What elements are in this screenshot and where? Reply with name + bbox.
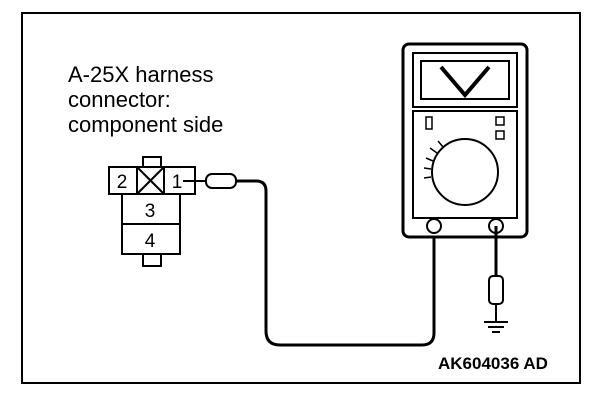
power-switch-icon — [425, 116, 433, 130]
connector-body-lower — [121, 223, 181, 255]
probe-tip — [183, 173, 237, 189]
connector-top-row — [108, 166, 196, 195]
caption-line-1: A-25X harness — [68, 62, 214, 87]
probe-lead-wire — [236, 179, 436, 347]
com-jack — [426, 218, 442, 234]
ground-lead — [484, 226, 508, 333]
diagram-frame — [21, 12, 581, 384]
harness-connector — [108, 156, 196, 267]
figure-reference-code: AK604036 AD — [438, 354, 548, 373]
connector-top-latch — [142, 156, 162, 168]
pin-3-label: 3 — [145, 201, 156, 222]
multimeter — [401, 42, 529, 239]
connector-body-upper — [121, 193, 181, 225]
ground-icon — [484, 321, 508, 333]
pin-1-label: 1 — [172, 172, 183, 193]
pin-4-label: 4 — [145, 231, 156, 252]
selector-dial — [431, 138, 499, 206]
dial-ticks — [423, 140, 444, 179]
connector-bottom-latch — [142, 253, 162, 267]
caption-line-3: component side — [68, 112, 224, 137]
caption-line-2: connector: — [68, 87, 171, 112]
connector-caption: A-25X harness connector: component side — [68, 62, 223, 137]
hold-button-icon — [495, 116, 505, 126]
pin-2-label: 2 — [117, 172, 128, 193]
range-button-icon — [495, 130, 505, 140]
ground-probe-clip — [488, 275, 504, 305]
voltage-v-icon — [439, 65, 491, 99]
